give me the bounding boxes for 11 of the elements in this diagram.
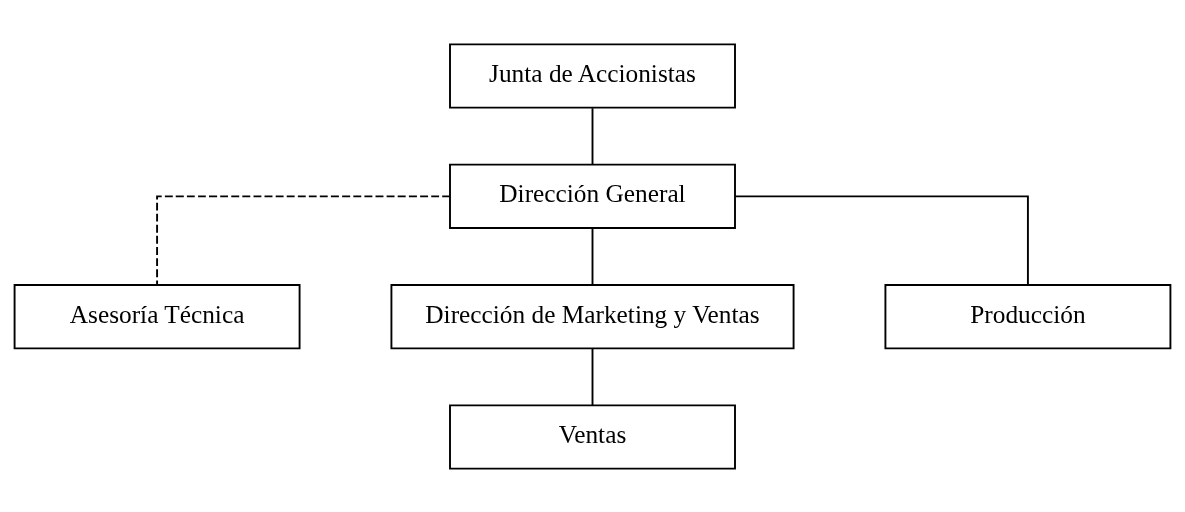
node-box: Junta de Accionistas xyxy=(449,42,736,109)
node-box: Asesoría Técnica xyxy=(13,283,301,349)
connector xyxy=(591,227,594,286)
connector xyxy=(734,194,1029,285)
node-box: Dirección General xyxy=(449,163,736,229)
node-box: Dirección de Marketing y Ventas xyxy=(390,283,795,349)
connector xyxy=(591,106,594,165)
node-box: Producción xyxy=(884,283,1172,349)
connector xyxy=(156,194,451,285)
node-box: Ventas xyxy=(449,403,736,470)
connector xyxy=(591,347,594,406)
